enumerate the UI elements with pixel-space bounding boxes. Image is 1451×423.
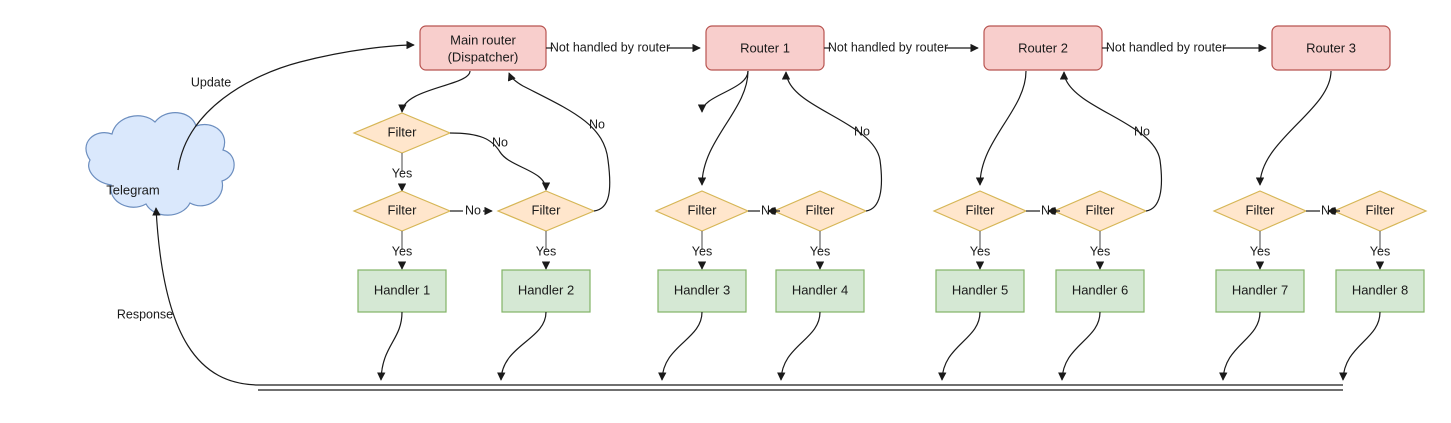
- edge-label-no-1: No: [492, 135, 508, 149]
- edge-router-3-to-filter-d1: [1255, 70, 1332, 186]
- edge-handler-7-to-bus: [1219, 311, 1261, 381]
- edge-label-yes-4: Yes: [692, 244, 712, 258]
- edge-handler-8-to-bus: [1339, 311, 1381, 381]
- edge-router-2-to-filter-c1: [975, 70, 1027, 186]
- edge-handler-4-to-bus: [777, 311, 821, 381]
- edge-label-not-handled-3: Not handled by router: [1106, 40, 1226, 54]
- edge-update: [177, 40, 415, 171]
- main-router-node[interactable]: Main router (Dispatcher): [419, 25, 547, 71]
- edge-label-yes-1: Yes: [392, 166, 412, 180]
- handler-8-label: Handler 8: [1352, 282, 1408, 297]
- edge-label-no-8: No: [1321, 203, 1337, 217]
- filter-a1-node[interactable]: Filter: [352, 112, 452, 154]
- telegram-cloud[interactable]: Telegram: [85, 112, 235, 216]
- edge-label-no-7: No: [1134, 124, 1150, 138]
- edge-label-yes-5: Yes: [810, 244, 830, 258]
- filter-a3-node[interactable]: Filter: [496, 190, 596, 232]
- edge-handler-2-to-bus: [497, 311, 547, 381]
- filter-a1-label: Filter: [388, 124, 418, 139]
- handler-6-label: Handler 6: [1072, 282, 1128, 297]
- handler-3-node[interactable]: Handler 3: [657, 269, 747, 313]
- filter-d2-label: Filter: [1366, 202, 1396, 217]
- filter-a2-label: Filter: [388, 202, 418, 217]
- edge-label-update: Update: [191, 75, 231, 89]
- filter-a3-label: Filter: [532, 202, 562, 217]
- handler-5-label: Handler 5: [952, 282, 1008, 297]
- edge-main-router-to-filter-a1: [398, 70, 471, 113]
- edge-label-yes-6: Yes: [970, 244, 990, 258]
- edge-label-not-handled-1: Not handled by router: [550, 40, 670, 54]
- edge-filter-c2-no-to-router-2: [1059, 71, 1163, 212]
- edge-label-yes-2: Yes: [392, 244, 412, 258]
- filter-b2-node[interactable]: Filter: [772, 190, 868, 232]
- main-router-label-line1: Main router: [450, 32, 516, 47]
- handler-7-node[interactable]: Handler 7: [1215, 269, 1305, 313]
- edge-handler-1-to-bus: [377, 311, 403, 381]
- filter-c2-label: Filter: [1086, 202, 1116, 217]
- router-2-node[interactable]: Router 2: [983, 25, 1103, 71]
- router-1-node[interactable]: Router 1: [705, 25, 825, 71]
- edge-label-response: Response: [117, 307, 173, 321]
- edge-filter-b2-no-to-router-1: [781, 71, 883, 212]
- router-3-node[interactable]: Router 3: [1271, 25, 1391, 71]
- edge-label-no-6: No: [1041, 203, 1057, 217]
- filter-d1-node[interactable]: Filter: [1212, 190, 1308, 232]
- handler-2-node[interactable]: Handler 2: [501, 269, 591, 313]
- filter-b2-label: Filter: [806, 202, 836, 217]
- edge-label-yes-8: Yes: [1250, 244, 1270, 258]
- handler-5-node[interactable]: Handler 5: [935, 269, 1025, 313]
- edge-handler-3-to-bus: [658, 311, 703, 381]
- edge-label-yes-3: Yes: [536, 244, 556, 258]
- edge-label-not-handled-2: Not handled by router: [828, 40, 948, 54]
- edge-label-yes-9: Yes: [1370, 244, 1390, 258]
- handler-6-node[interactable]: Handler 6: [1055, 269, 1145, 313]
- filter-c2-node[interactable]: Filter: [1052, 190, 1148, 232]
- edge-handler-6-to-bus: [1058, 311, 1101, 381]
- handler-3-label: Handler 3: [674, 282, 730, 297]
- edge-router-1-down: [697, 70, 749, 186]
- edge-response: [152, 207, 259, 386]
- filter-c1-label: Filter: [966, 202, 996, 217]
- edge-filter-a3-no-to-main-router: [507, 72, 611, 212]
- router-3-label: Router 3: [1306, 40, 1356, 55]
- handler-7-label: Handler 7: [1232, 282, 1288, 297]
- filter-d1-label: Filter: [1246, 202, 1276, 217]
- edge-label-no-2: No: [465, 203, 481, 217]
- edge-label-yes-7: Yes: [1090, 244, 1110, 258]
- filter-d2-node[interactable]: Filter: [1332, 190, 1428, 232]
- handler-4-node[interactable]: Handler 4: [775, 269, 865, 313]
- router-1-label: Router 1: [740, 40, 790, 55]
- main-router-label-line2: (Dispatcher): [448, 49, 519, 64]
- handler-1-node[interactable]: Handler 1: [357, 269, 447, 313]
- handler-4-label: Handler 4: [792, 282, 848, 297]
- edge-router-1-to-filter-b1: [697, 70, 749, 113]
- router-2-label: Router 2: [1018, 40, 1068, 55]
- edge-label-no-3: No: [589, 117, 605, 131]
- telegram-cloud-label: Telegram: [106, 182, 159, 197]
- handler-1-label: Handler 1: [374, 282, 430, 297]
- edge-label-no-5: No: [854, 124, 870, 138]
- filter-c1-node[interactable]: Filter: [932, 190, 1028, 232]
- handler-2-label: Handler 2: [518, 282, 574, 297]
- edge-label-no-4: No: [761, 203, 777, 217]
- edge-handler-5-to-bus: [938, 311, 981, 381]
- filter-a2-node[interactable]: Filter: [352, 190, 452, 232]
- edge-filter-a1-no-to-filter-a3: [449, 132, 551, 191]
- filter-b1-node[interactable]: Filter: [654, 190, 750, 232]
- handler-8-node[interactable]: Handler 8: [1335, 269, 1425, 313]
- filter-b1-label: Filter: [688, 202, 718, 217]
